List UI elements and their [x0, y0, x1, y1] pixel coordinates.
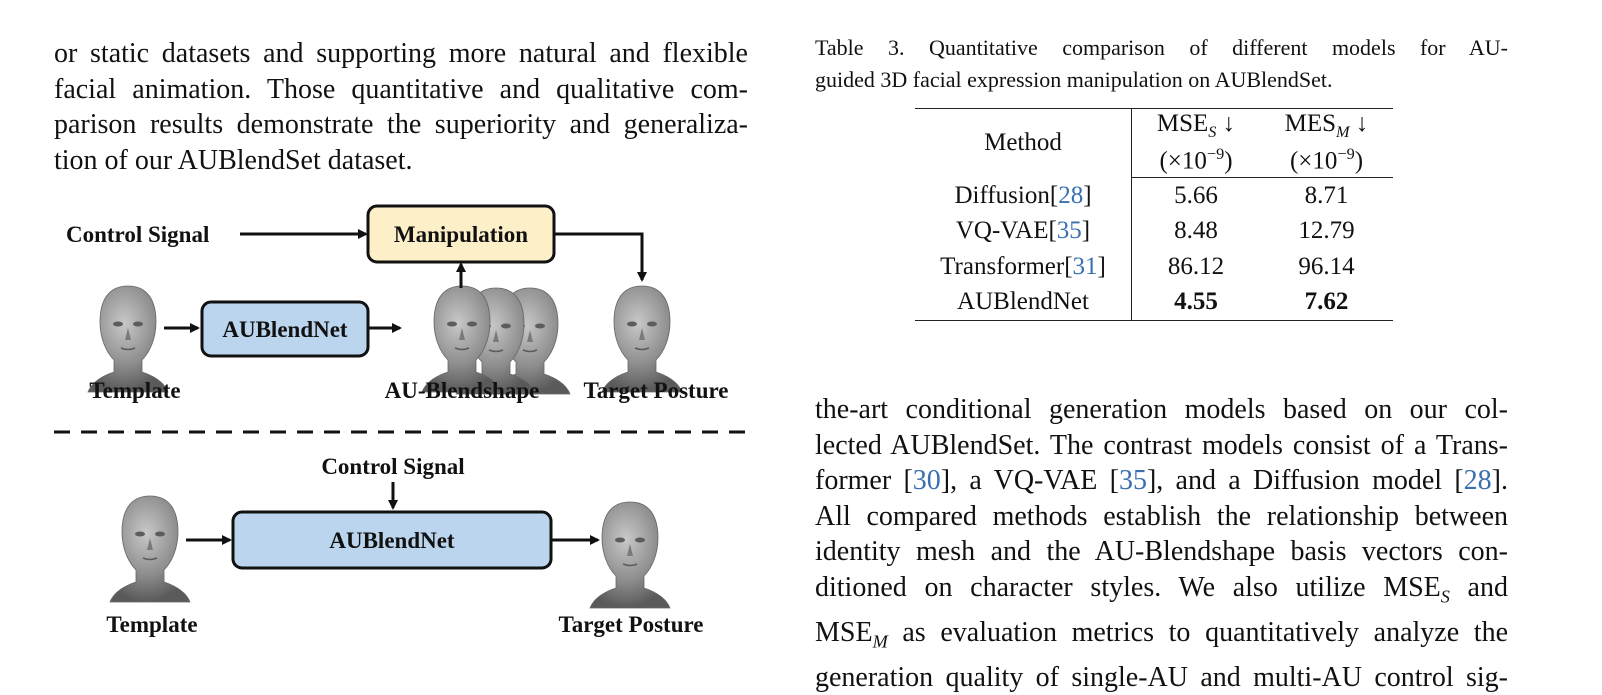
mse-s-cell: 8.48 [1174, 217, 1218, 245]
text-line: former [30], a VQ-VAE [35], and a Diffus… [815, 465, 1508, 496]
text-line: facial animation. Those quantitative and… [54, 73, 748, 105]
column-scale: (×10−9) [1131, 143, 1260, 178]
mes-m-cell: 7.62 [1260, 284, 1393, 321]
bottom-control-signal-label: Control Signal [321, 454, 464, 479]
target-posture-head-icon [601, 285, 683, 393]
text-line: All compared methods establish the relat… [815, 500, 1508, 532]
text-line: or static datasets and supporting more n… [54, 38, 748, 69]
text-line: parison results demonstrate the superior… [54, 109, 748, 140]
template-label: Template [106, 612, 197, 637]
citation-link[interactable]: 35 [1118, 465, 1147, 496]
aublendnet-label: AUBlendNet [329, 528, 455, 553]
citation-link[interactable]: 28 [1058, 181, 1084, 209]
column-header-method: Method [915, 108, 1132, 178]
mse-s-cell: 86.12 [1167, 252, 1225, 280]
template-label: Template [89, 378, 180, 403]
right-paragraph: the-art conditional generation models ba… [815, 392, 1508, 695]
mes-m-cell: 96.14 [1298, 252, 1355, 280]
text-line: generation quality of single-AU and mult… [815, 661, 1508, 693]
results-table: Method MSES ↓ MESM ↓ (×10−9) (×10−9) Dif… [915, 108, 1393, 321]
text-line: ditioned on character styles. We also ut… [815, 571, 1508, 607]
top-control-signal-label: Control Signal [66, 222, 209, 247]
aublendnet-label: AUBlendNet [222, 317, 348, 342]
method-cell: VQ-VAE[35] [915, 213, 1132, 249]
table-caption: Table 3. Quantitative comparison of diff… [815, 32, 1508, 96]
manipulation-label: Manipulation [394, 222, 528, 247]
method-cell: Transformer[31] [915, 249, 1132, 285]
template-head-icon [87, 285, 169, 393]
column-scale: (×10−9) [1260, 143, 1393, 178]
target-posture-label: Target Posture [558, 612, 703, 637]
target-posture-head-icon [589, 501, 671, 609]
caption-line: Table 3. Quantitative comparison of diff… [815, 35, 1508, 60]
mse-s-cell: 5.66 [1174, 181, 1218, 209]
arrow [554, 232, 647, 282]
text-line: MSEM as evaluation metrics to quantitati… [815, 616, 1508, 652]
citation-link[interactable]: 30 [912, 465, 941, 496]
text-line: the-art conditional generation models ba… [815, 394, 1508, 425]
method-cell: AUBlendNet [915, 284, 1132, 321]
text-line: identity mesh and the AU-Blendshape basi… [815, 536, 1508, 567]
caption-line: guided 3D facial expression manipulation… [815, 67, 1333, 92]
column-header-mes-m: MESM ↓ [1260, 108, 1393, 143]
pipeline-figure: Control Signal Manipulation AUBlendNet T… [54, 204, 748, 637]
mse-s-cell: 4.55 [1131, 284, 1260, 321]
citation-link[interactable]: 31 [1072, 252, 1098, 280]
table-row: AUBlendNet 4.55 7.62 [915, 284, 1393, 321]
citation-link[interactable]: 35 [1056, 217, 1082, 245]
table-row: VQ-VAE[35] 8.48 12.79 [915, 213, 1393, 249]
text-line: lected AUBlendSet. The contrast models c… [815, 429, 1508, 461]
left-paragraph: or static datasets and supporting more n… [54, 36, 748, 178]
citation-link[interactable]: 28 [1463, 465, 1492, 496]
column-header-mse-s: MSES ↓ [1131, 108, 1260, 143]
mes-m-cell: 12.79 [1298, 217, 1355, 245]
target-posture-label: Target Posture [583, 378, 728, 403]
text-line: tion of our AUBlendSet dataset. [54, 144, 413, 176]
template-head-icon [109, 495, 191, 603]
table-row: Diffusion[28] 5.66 8.71 [915, 177, 1393, 214]
table-row: Transformer[31] 86.12 96.14 [915, 249, 1393, 285]
mes-m-cell: 8.71 [1304, 181, 1349, 209]
au-blendshape-label: AU-Blendshape [385, 378, 540, 403]
method-cell: Diffusion[28] [915, 177, 1132, 214]
